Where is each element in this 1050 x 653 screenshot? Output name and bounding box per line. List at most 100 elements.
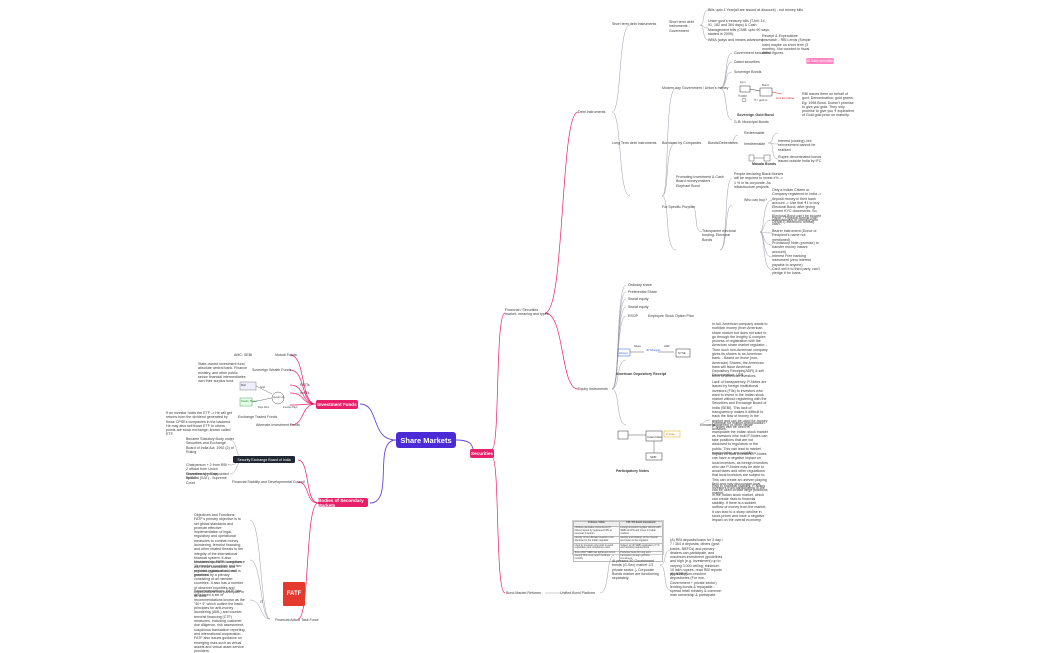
node-elephant-note: People declaring Black Monies will be re… [734,172,784,189]
table-cell: Preferred route for long term, transpare… [618,550,664,562]
node-sebi[interactable]: Security Exchange Board of India [233,456,295,463]
node-equity-instruments[interactable]: Equity Instruments [578,387,608,391]
node-ordinary-share: Ordinary share [628,283,652,287]
adr-nyse-label: NYSE [678,351,686,355]
node-sweat-equity: Sweat equity [628,297,649,301]
node-amc-sebi: AMC: SEBI [234,353,253,357]
table-row: Identity of the ultimate investor is not… [573,535,664,545]
node-bills: Bills upto 1 Year(all are issued at disc… [708,8,803,12]
adr-adr-label: ADR [664,345,670,348]
adr-jpmorgan-label: JP Morgan [646,348,661,352]
node-sovereign-wealth-funds[interactable]: Sovereign Wealth Funds [252,368,292,372]
node-long-term-debt[interactable]: Long Term debt instruments [612,141,657,145]
node-specific-purpose[interactable]: For Specific Purpose [662,205,696,209]
node-etf-note: If an investor holds the ETF -> He will … [166,411,232,437]
node-alternate-funds[interactable]: Alternate Investment Funds [256,423,300,427]
node-unified-note: At present 50 Government bonds (G-Sec) m… [612,559,659,581]
node-bonds-debentures[interactable]: Bonds/Debentures [708,141,738,145]
connector-financial-debt [544,111,579,314]
branch-securities[interactable]: Securities [470,449,494,458]
badge-all-gsec[interactable]: All Gsec securities [806,58,834,64]
node-modern-day-money[interactable]: Modern day Government / Union's money [662,86,729,90]
reit-invest-label: Invest Ltd. [273,396,285,399]
node-adr-denomination: Denomination: US$ [712,373,744,377]
node-fatf[interactable]: Financial Action Task Force [275,618,319,622]
node-pn-financial-stability: Risk to financial stability: P-Notes can… [712,484,768,523]
node-short-term-debt[interactable]: Short term debt instruments [612,22,657,26]
table-cell: Subject to full SEBI registration, KYC a… [618,543,664,552]
node-municipal-bonds: G-B: Municipal Bonds [734,120,769,124]
sgb-gold-gram: 1gm [740,80,746,84]
node-sebi-statutory: Became Statutory Body under Securities a… [186,437,234,454]
reit-drawing [239,381,285,407]
node-preferential-share: Preferential Share [628,290,657,294]
node-sebi-composition: Chairperson + 2 from RBI + 2 official fr… [186,463,230,480]
reit-sold-label: Sold [260,386,265,389]
caption-participatory-notes: Participatory Notes [616,469,649,473]
node-swf-note: State-owned investment fund, absolute ce… [198,362,247,384]
adr-drawing [617,348,691,358]
node-gov-securities: Government securities [734,51,770,55]
connector-root-investment [359,403,397,441]
node-unified-bond-platform[interactable]: Unified Bond Platform [560,591,595,595]
adr-share-label: Share [634,345,641,348]
node-fsdc[interactable]: Financial Stability and Developmental Co… [232,480,305,484]
node-fatf-objectives: Objectives and Functions: FATF's primary… [194,513,245,578]
node-eb-bearer: Bearer instrument (Donor or Recipient's … [772,229,817,242]
node-sovereign-bonds: Sovereign Bonds [734,70,762,74]
node-mutual-funds[interactable]: Mutual Funds [275,353,297,357]
connector-inv-alt [289,403,317,426]
sgb-drawing [739,85,783,103]
connector-bodies-sebi [297,459,319,504]
node-who-can-buy: Who can buy? [744,198,767,202]
connector-bodies-fsdc [297,481,319,504]
root-node-share-markets[interactable]: Share Markets [396,432,456,448]
masala-bond-sketch [748,150,774,162]
table-cell: Foreign investors register directly with… [618,525,664,537]
node-elephant-bond[interactable]: Promoting Investment & Cash Board money … [676,175,724,188]
reit-mall-label: Mall [241,384,246,387]
node-etf[interactable]: Exchange Traded Funds [238,415,278,419]
node-adr-note: In full, American company wants to mobil… [712,322,768,378]
node-bond-market-reforms[interactable]: Bond Market Reforms [506,591,541,595]
node-irredeemable-note: Interest (closing), but reinvestment can… [778,139,816,152]
connector-bodies-fatf [297,502,319,620]
caption-adr: American Depository Receipt [616,372,667,376]
connector-financial-equity [544,312,579,390]
node-financial-securities-market[interactable]: Financial / Securities market- meaning a… [505,308,549,317]
reit-sketch: Mall Roads, Power Invest Ltd. Sold Pays … [236,380,297,412]
table-cell: Offshore derivative instruments (P-Notes… [573,525,620,537]
node-bond-reform-b: (B) NTR (Non-resident depositories (For … [670,572,722,598]
comparison-table-grid: P-Notes / ODIs FPI / FII direct investme… [573,521,664,562]
pnote-indian-market: Indian Mark. [647,435,663,439]
masala-drawing [748,154,771,162]
branch-bodies-secondary-markets[interactable]: Bodies of Secondary Markets [318,498,368,508]
connector-root-bodies [369,439,397,504]
node-dated-securities: Dated securities [734,60,760,64]
node-esop: ESOP [628,314,638,318]
adr-sketch: Infosys JP Morgan NYSE Share ADR [616,343,700,369]
reit-roads-label: Roads, Power [241,400,258,403]
node-concerns[interactable]: Concerns [700,423,716,427]
adr-infosys-label: Infosys [619,351,628,355]
node-debt-instruments[interactable]: Debt Instruments [578,110,606,114]
fatf-logo: FATF [283,582,305,606]
pnote-drawing [617,430,681,461]
node-borrowed-by-companies[interactable]: Borrowed by Companies [662,141,702,145]
node-invits[interactable]: InvITs [300,391,310,395]
connector-securities-bond [491,456,506,594]
pnote-label: P-Note [666,432,675,436]
branch-investment-funds[interactable]: Investment Funds [316,400,358,409]
pnote-sebi-label: SEBI [650,455,657,459]
table-row: Offshore derivative instruments (P-Notes… [573,525,664,537]
node-electoral-bonds[interactable]: Transparent electoral funding- Electoral… [702,229,736,242]
node-short-term-gov[interactable]: Short term debt instruments - Government [669,20,694,33]
node-wma-note: Receipt & Expenditure mismatch - RBI Len… [762,34,811,56]
node-reits[interactable]: REITs [300,383,310,387]
sovereign-gold-bond-sketch: 1gm Bond ₹ 2000 ₹ = gold rs Live ka mark… [734,78,800,112]
node-eb-promissory: Promissory Note (promise) to transfer mo… [772,241,819,254]
node-eb-paper: Paper / Physical format (not DEMAT) elec… [772,216,817,225]
node-wma[interactable]: WMA (ways and means advances) [708,38,764,42]
node-masala-note: Rupee denominated bonds issued outside I… [778,155,822,164]
table-cell: Identity of the ultimate investor is not… [573,535,620,545]
